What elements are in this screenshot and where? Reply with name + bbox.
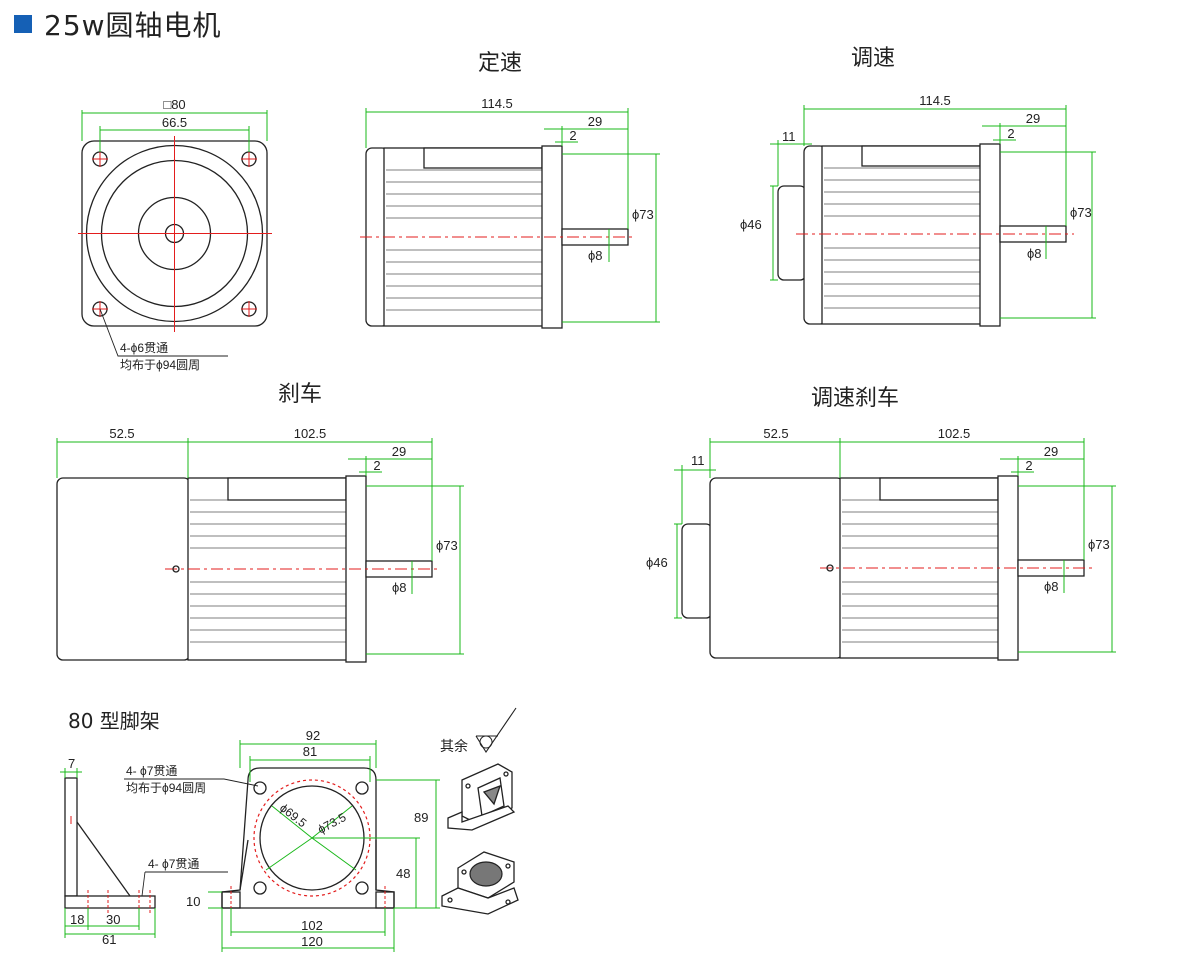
speed-brake-shaft-diameter: ϕ8 [1044,579,1059,594]
bracket-section: 80 型脚架 7 4- ϕ7贯通 [60,707,519,952]
title-marker [14,15,32,33]
bracket-side-dim-61: 61 [102,932,116,947]
speed-control-label: 调速 [851,46,895,71]
brake-label: 刹车 [278,382,322,407]
fixed-speed-label: 定速 [478,51,522,76]
bracket-front-hole [253,881,267,895]
bracket-front-hole [355,781,369,795]
brake-view: 刹车 52.5 102.5 29 [56,382,464,663]
roughness-symbol: 其余 [440,707,517,755]
speed-brake-rear-length: 11 [691,453,705,468]
bracket-side-dim-18: 18 [70,912,84,927]
bracket-front-center-height: 48 [396,866,410,881]
brake-body-length: 102.5 [294,426,327,441]
brake-shaft-length: 29 [392,444,406,459]
speed-control-rear-diameter: ϕ46 [740,217,762,232]
front-view-hole-note-2: 均布于ϕ94圆周 [120,358,200,372]
speed-control-total-length: 114.5 [919,93,951,108]
speed-control-shaft-length: 29 [1026,111,1040,126]
roughness-text: 其余 [440,738,468,755]
speed-control-nameplate [861,145,981,167]
bracket-side-view: 7 4- ϕ7贯通 18 30 61 [60,756,228,947]
brake-marker-dot [172,565,180,573]
brake-brake-length: 52.5 [109,426,134,441]
bracket-front-hole-note-1: 4- ϕ7贯通 [126,764,177,778]
brake-diameter: ϕ73 [436,538,458,553]
bracket-front-base-thickness: 10 [186,894,200,909]
front-view-leader [99,308,228,357]
bracket-side-upright [64,777,78,897]
front-view-square-dim: □80 [163,97,185,112]
front-view: □80 66.5 4-ϕ6贯通 均布于ϕ94圆周 [78,97,272,372]
speed-brake-view: 调速刹车 52.5 102.5 [646,386,1116,661]
bracket-front-hole [253,781,267,795]
title-text: 25w圆轴电机 [44,9,222,42]
page-title: 25w圆轴电机 [14,4,222,44]
iso-2-bore [469,861,503,887]
bracket-label: 80 型脚架 [68,709,160,733]
bracket-front-width-inner: 81 [303,744,317,759]
bracket-iso-view-1 [447,763,516,831]
speed-control-shaft-diameter: ϕ8 [1027,246,1042,261]
speed-brake-brake-length: 52.5 [763,426,788,441]
fixed-speed-diameter: ϕ73 [632,207,654,222]
fixed-speed-view: 定速 114.5 29 2 [360,51,660,329]
speed-brake-flange-dim: 2 [1025,458,1032,473]
speed-brake-body-length: 102.5 [938,426,971,441]
roughness-mark [475,707,517,754]
bracket-front-hole [355,881,369,895]
speed-control-flange-dim: 2 [1007,126,1014,141]
speed-control-rear-length: 11 [782,129,796,144]
front-view-hole-note-1: 4-ϕ6贯通 [120,341,168,355]
bracket-front-hole-spacing: 102 [301,918,323,933]
speed-brake-shaft-length: 29 [1044,444,1058,459]
brake-nameplate [227,477,347,501]
speed-control-body [821,145,983,325]
fixed-speed-total-length: 114.5 [481,96,513,111]
bracket-iso-view-2 [441,851,519,915]
speed-brake-diameter: ϕ73 [1088,537,1110,552]
brake-shaft-diameter: ϕ8 [392,580,407,595]
bracket-side-dim-30: 30 [106,912,120,927]
speed-control-fins [824,167,980,309]
speed-control-view: 调速 114.5 29 2 [740,46,1096,327]
fixed-speed-fins [386,169,542,311]
iso-1-base [447,805,516,831]
speed-control-flange [979,143,1001,327]
speed-brake-marker-dot [826,564,834,572]
fixed-speed-nameplate [423,147,543,169]
speed-control-diameter: ϕ73 [1070,205,1092,220]
speed-brake-label: 调速刹车 [811,386,899,411]
speed-brake-rear-diameter: ϕ46 [646,555,668,570]
brake-flange-dim: 2 [373,458,380,473]
speed-brake-nameplate [879,477,999,501]
bracket-side-thickness: 7 [68,756,75,771]
bracket-front-hole-note-2: 均布于ϕ94圆周 [126,781,206,795]
bracket-side-hole-note: 4- ϕ7贯通 [148,857,199,871]
bracket-front-width-outer: 92 [306,728,320,743]
bracket-front-radius-line [265,837,313,871]
bracket-front-height: 89 [414,810,428,825]
bracket-front-base-width: 120 [301,934,323,949]
fixed-speed-shaft-diameter: ϕ8 [588,248,603,263]
fixed-speed-flange-dim: 2 [569,128,576,143]
speed-control-rear-boss [777,185,807,281]
bracket-front-view: ϕ69.5 ϕ73.5 92 81 4- ϕ7贯通 均布于ϕ94圆周 89 [124,728,440,952]
bracket-side-base [64,895,156,909]
fixed-speed-shaft-length: 29 [588,114,602,129]
front-view-hole-spacing-dim: 66.5 [162,115,187,130]
bracket-side-rib [76,821,131,897]
iso-2-base [441,887,519,915]
speed-brake-rear-boss [681,523,713,619]
